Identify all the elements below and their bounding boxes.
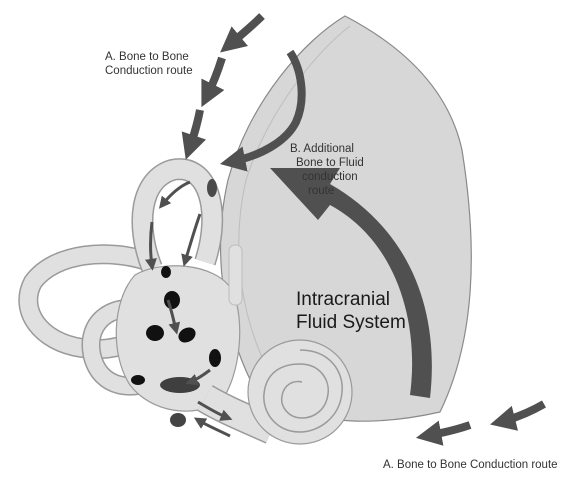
dark-spot — [209, 349, 221, 367]
route-arrow — [426, 425, 470, 436]
route-a-bottom-arrows — [426, 404, 544, 436]
dark-spot — [131, 375, 145, 385]
round-window — [170, 413, 186, 427]
bone-contact-point — [207, 179, 217, 197]
fluid-label-line2: Fluid System — [296, 311, 406, 334]
route-b-label-line1: B. Additional — [290, 142, 364, 156]
fluid-label-line1: Intracranial — [296, 288, 406, 311]
route-arrow — [500, 404, 544, 422]
route-a-top-label: A. Bone to Bone Conduction route — [105, 50, 193, 78]
dark-spot — [164, 291, 180, 309]
route-arrow — [189, 110, 200, 150]
intracranial-fluid-label: Intracranial Fluid System — [296, 288, 406, 334]
small-arrow — [162, 182, 190, 205]
route-b-label-line2: Bone to Fluid — [290, 156, 364, 170]
route-arrow — [206, 58, 222, 98]
small-arrow — [151, 222, 153, 266]
dark-spot — [161, 266, 171, 278]
dark-spot — [146, 325, 164, 341]
ear-stalk — [229, 245, 242, 305]
route-b-label-line3: conduction — [290, 170, 364, 184]
route-a-bottom-label: A. Bone to Bone Conduction route — [383, 458, 558, 472]
route-b-label-line4: route — [290, 184, 364, 198]
cochlea — [248, 340, 352, 444]
route-arrow — [228, 16, 262, 46]
route-b-label: B. Additional Bone to Fluid conduction r… — [290, 142, 364, 198]
route-a-top-label-line2: Conduction route — [105, 64, 193, 78]
route-a-top-label-line1: A. Bone to Bone — [105, 50, 193, 64]
